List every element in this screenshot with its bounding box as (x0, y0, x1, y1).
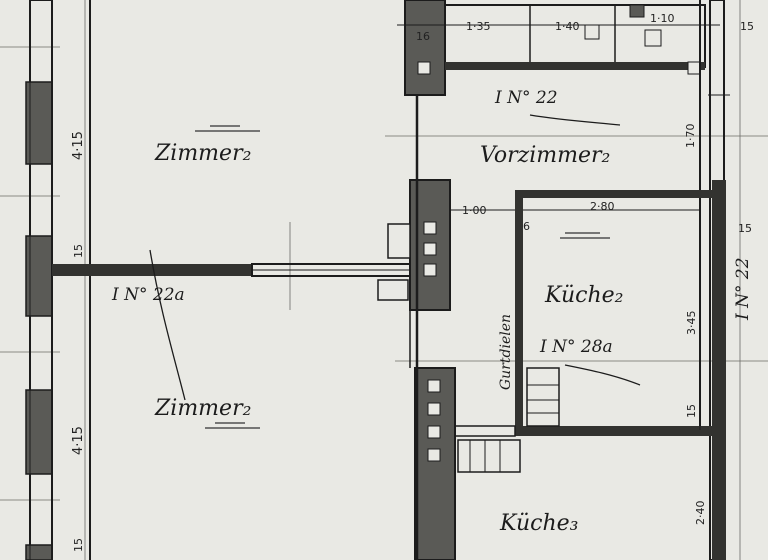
dimension-top-140: 1·40 (555, 20, 580, 33)
dimension-lines (397, 24, 730, 430)
reference-label-22a: I N° 22a (111, 285, 185, 305)
dimension-kuche-100: 1·00 (462, 204, 487, 217)
dimension-bottom-240: 2·40 (694, 501, 707, 526)
dimension-zimmer-upper-width: 4·15 (71, 131, 86, 160)
room-label-kuche-lower: Küche₃ (499, 511, 578, 536)
dimension-top-135: 1·35 (466, 20, 491, 33)
dimension-wall-15-bottom: 15 (72, 538, 85, 552)
dimension-wall-15-left: 15 (72, 244, 85, 258)
dimension-top-15: 15 (740, 20, 754, 33)
dimension-top-110: 1·10 (650, 12, 675, 25)
room-label-zimmer-upper: Zimmer₂ (154, 141, 251, 166)
reference-label-28a: I N° 28a (539, 337, 613, 357)
reference-label-22-vertical: I N° 22 (733, 257, 753, 321)
kuche-walls (454, 190, 725, 473)
room-label-vorzimmer: Vorzimmer₂ (480, 143, 610, 168)
annotation-gurtdielen: Gurtdielen (498, 314, 514, 390)
room-label-zimmer-lower: Zimmer₂ (154, 396, 251, 421)
dimension-mid-15: 15 (685, 404, 698, 418)
dimension-small-6: 6 (523, 220, 530, 233)
left-exterior-wall (25, 0, 53, 560)
door-swing (149, 249, 186, 401)
door-swing-2 (564, 364, 641, 386)
dimension-small-16: 16 (416, 30, 430, 43)
room-label-kuche-inner: Küche₂ (544, 283, 623, 308)
reference-label-22: I N° 22 (494, 88, 558, 108)
top-service-block (404, 0, 706, 96)
dimension-zimmer-lower-width: 4·15 (71, 426, 86, 455)
central-wall (377, 0, 456, 560)
dimension-vorzimmer-170: 1·70 (684, 124, 697, 149)
label-flourishes (195, 125, 610, 429)
door-swing-3 (529, 114, 621, 126)
dimension-kuche-345: 3·45 (685, 311, 698, 336)
dimension-kuche-280: 2·80 (590, 200, 615, 213)
dimension-right-15: 15 (738, 222, 752, 235)
